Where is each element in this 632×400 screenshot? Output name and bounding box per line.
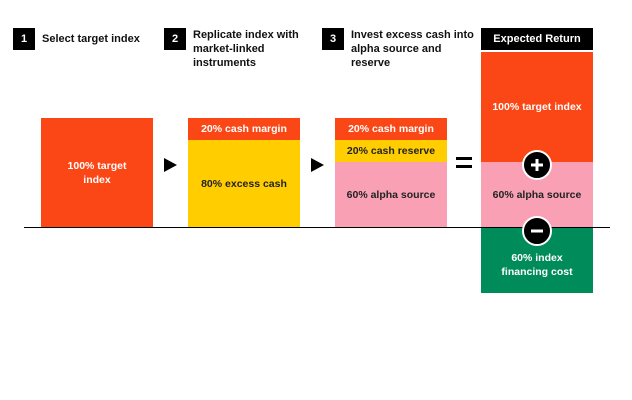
- step-2-label: Replicate index with market-linked instr…: [193, 29, 299, 69]
- zero-baseline: [24, 227, 610, 228]
- result-target-index-block: 100% target index: [481, 52, 593, 162]
- stack3-cash-reserve-block: 20% cash reserve: [335, 140, 447, 162]
- plus-icon: [522, 150, 552, 180]
- stack1-target-index-block: 100% target index: [41, 118, 153, 227]
- stack3-cash-margin-block: 20% cash margin: [335, 118, 447, 140]
- step-2-number: 2: [164, 28, 186, 50]
- expected-return-header: Expected Return: [481, 28, 593, 50]
- stack2-excess-cash-block: 80% excess cash: [188, 140, 300, 227]
- stack2-cash-margin-block: 20% cash margin: [188, 118, 300, 140]
- arrow-2-icon: [311, 158, 324, 172]
- stack3-alpha-source-block: 60% alpha source: [335, 162, 447, 227]
- step-3-number: 3: [322, 28, 344, 50]
- arrow-1-icon: [164, 158, 177, 172]
- step-3-label: Invest excess cash into alpha source and…: [351, 29, 474, 69]
- step-1-number: 1: [13, 28, 35, 50]
- step-1-label: Select target index: [42, 33, 140, 45]
- minus-icon: [522, 216, 552, 246]
